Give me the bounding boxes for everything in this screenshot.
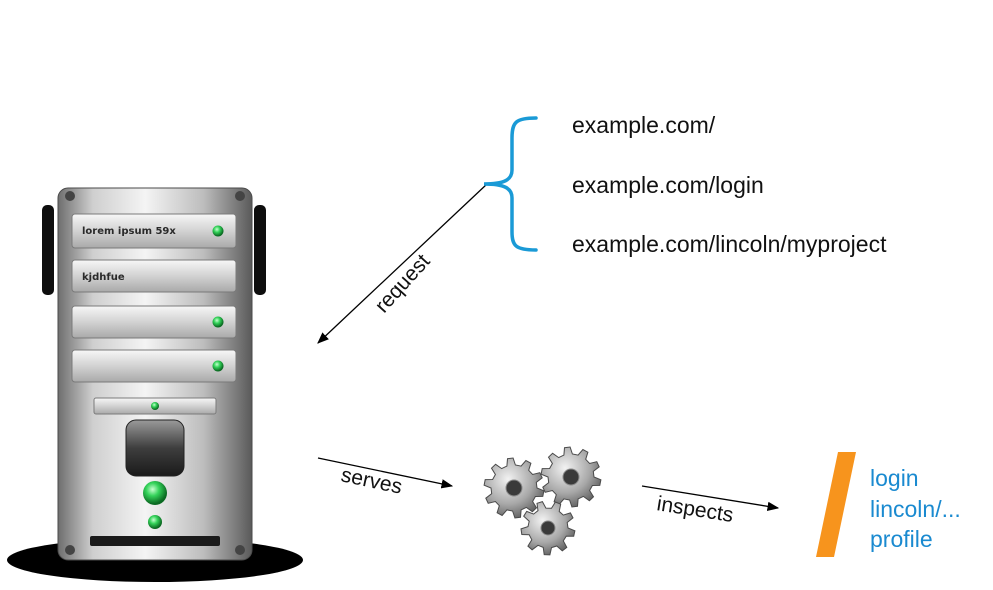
request-url-list: example.com/ example.com/login example.c… [572,112,887,257]
brace-icon [483,116,538,252]
drive-bay [71,305,237,339]
status-led [212,316,224,328]
drive-bay: kjdhfue [71,259,237,293]
inspects-arrow: inspects [641,485,780,527]
request-url: example.com/lincoln/myproject [572,231,887,257]
request-url: example.com/login [572,172,764,198]
request-arrow: request [317,183,488,344]
route-list: login lincoln/... profile [870,465,961,552]
drive-bay-label: lorem ipsum 59x [82,226,176,237]
request-url: example.com/ [572,112,716,138]
power-led [143,481,167,505]
drive-bay-label: kjdhfue [82,272,125,283]
serves-arrow: serves [317,457,454,499]
power-button [125,419,185,477]
gear-hole [562,468,580,486]
drive-bay [71,349,237,383]
gears-icon [483,446,602,556]
activity-led [148,515,162,529]
route-item: login [870,465,919,491]
drive-bay: lorem ipsum 59x [71,213,237,249]
server-tower-icon: lorem ipsum 59x kjdhfue [7,187,303,582]
serves-label: serves [339,463,404,498]
inspects-label: inspects [655,492,735,527]
route-item: lincoln/... [870,496,961,522]
gear-hole [540,520,556,536]
status-led [212,360,224,372]
route-item: profile [870,526,933,552]
status-led [151,402,159,410]
gear-hole [505,479,523,497]
slash-icon [816,452,856,557]
status-led [212,225,224,237]
